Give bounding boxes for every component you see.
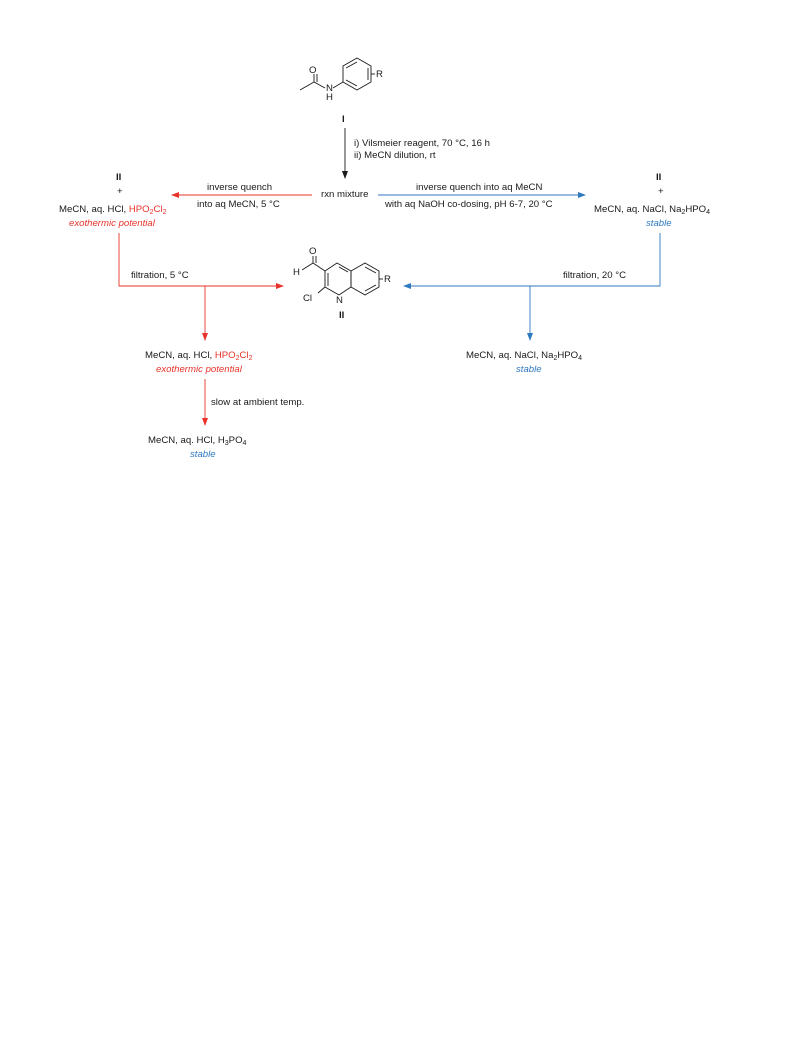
left-final-status: stable	[190, 449, 216, 460]
atom-oxygen: O	[309, 65, 316, 76]
atom-hydrogen: H	[326, 92, 333, 103]
right-status: stable	[646, 218, 672, 229]
left-quench-label-1: inverse quench	[207, 182, 272, 193]
right-filtrate-status: stable	[516, 364, 542, 375]
slow-step-label: slow at ambient temp.	[211, 397, 304, 408]
right-mixture: MeCN, aq. NaCl, Na2HPO4	[594, 204, 710, 216]
right-product-label: II	[656, 172, 662, 183]
left-quench-label-2: into aq MeCN, 5 °C	[197, 199, 280, 210]
product-atom-chlorine: Cl	[303, 293, 312, 304]
step1-condition-1: i) Vilsmeier reagent, 70 °C, 16 h	[354, 138, 490, 149]
step1-condition-2: ii) MeCN dilution, rt	[354, 150, 436, 161]
arrow-right-filtration	[403, 233, 661, 289]
left-product-label: II	[116, 172, 122, 183]
atom-r-group: R	[376, 69, 383, 80]
right-quench-label-2: with aq NaOH co-dosing, pH 6-7, 20 °C	[384, 199, 553, 210]
left-final-mixture: MeCN, aq. HCl, H3PO4	[148, 435, 247, 447]
left-hazard-label: exothermic potential	[69, 218, 156, 229]
left-mixture: MeCN, aq. HCl, HPO2Cl2	[59, 204, 167, 216]
right-quench-label-1: inverse quench into aq MeCN	[416, 182, 542, 193]
structure-acetanilide: O N H R I	[299, 57, 383, 125]
rxn-mixture-label: rxn mixture	[321, 189, 368, 200]
left-plus: +	[117, 186, 123, 197]
arrow-left-filtration	[118, 233, 284, 289]
product-atom-nitrogen: N	[336, 295, 343, 306]
left-filtrate-hazard: exothermic potential	[156, 364, 243, 375]
compound-label-i: I	[342, 114, 345, 125]
right-filtrate: MeCN, aq. NaCl, Na2HPO4	[466, 350, 582, 362]
compound-label-ii: II	[339, 310, 345, 321]
right-filtration-label: filtration, 20 °C	[563, 270, 626, 281]
left-filtrate: MeCN, aq. HCl, HPO2Cl2	[145, 350, 253, 362]
left-filtration-label: filtration, 5 °C	[131, 270, 189, 281]
product-atom-hydrogen: H	[293, 267, 300, 278]
atom-nitrogen: N	[326, 83, 333, 94]
product-atom-r-group: R	[384, 274, 391, 285]
right-plus: +	[658, 186, 664, 197]
structure-chloroquinoline-aldehyde: O H Cl N R II	[293, 246, 391, 321]
product-atom-oxygen: O	[309, 246, 316, 257]
